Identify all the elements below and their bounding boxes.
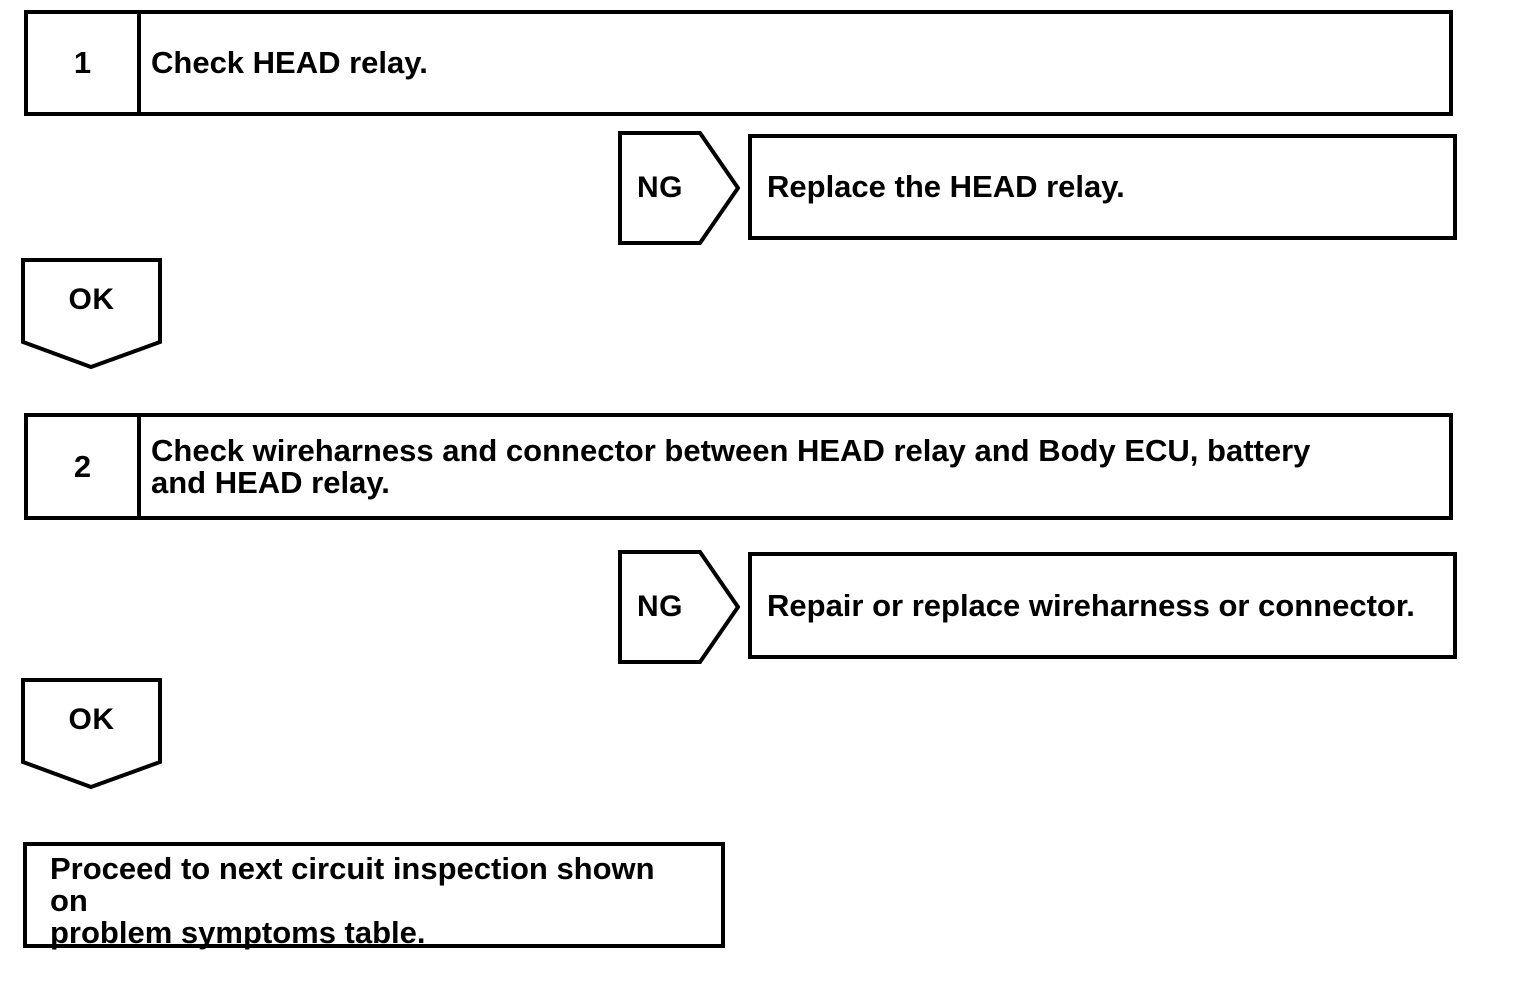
ok-connector-2: OK: [21, 678, 162, 789]
step-2-instruction-line-2: and HEAD relay.: [151, 464, 390, 500]
step-1-number: 1: [28, 14, 141, 112]
step-2-box: 2 Check wireharness and connector betwee…: [24, 413, 1453, 520]
step-1-instruction: Check HEAD relay.: [141, 14, 1449, 112]
ng-result-2-text: Repair or replace wireharness or connect…: [767, 587, 1415, 623]
final-action-line-2: problem symptoms table.: [50, 915, 426, 950]
ng-arrow-icon: [618, 131, 740, 245]
final-action-box: Proceed to next circuit inspection shown…: [23, 842, 725, 950]
ok-label: OK: [68, 283, 115, 316]
ng-connector-2: NG: [618, 550, 740, 664]
ng-connector-1: NG: [618, 131, 740, 245]
ok-arrow-icon: [21, 258, 162, 369]
ng-result-2-box: Repair or replace wireharness or connect…: [748, 552, 1457, 659]
ng-arrow-icon: [618, 550, 740, 664]
ok-connector-1: OK: [21, 258, 162, 369]
ng-label: NG: [637, 590, 683, 623]
ng-result-1-box: Replace the HEAD relay.: [748, 134, 1457, 240]
step-1-instruction-line-1: Check HEAD relay.: [151, 45, 428, 80]
step-2-number: 2: [28, 417, 141, 516]
step-2-instruction: Check wireharness and connector between …: [141, 417, 1449, 516]
final-action-line-1: Proceed to next circuit inspection shown…: [50, 851, 655, 918]
step-2-instruction-line-1: Check wireharness and connector between …: [151, 432, 1311, 468]
ok-label: OK: [68, 703, 115, 736]
step-1-box: 1 Check HEAD relay.: [24, 10, 1453, 116]
ng-label: NG: [637, 171, 683, 204]
ng-result-1-text: Replace the HEAD relay.: [767, 169, 1125, 204]
ok-arrow-icon: [21, 678, 162, 789]
